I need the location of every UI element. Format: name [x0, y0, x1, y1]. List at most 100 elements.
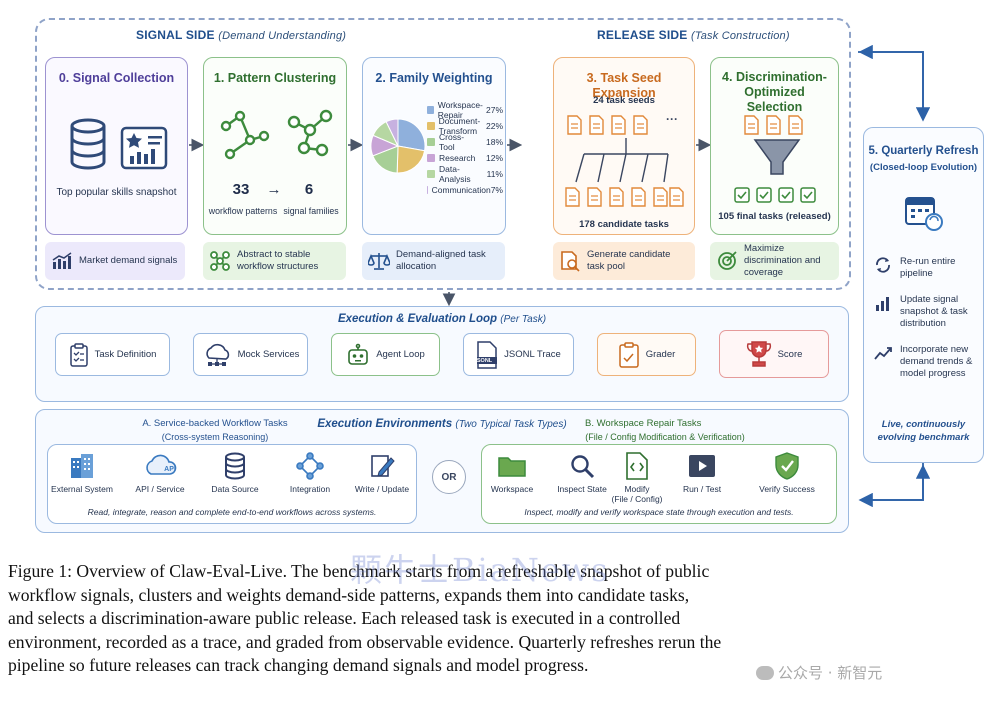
folder-icon: [477, 452, 547, 480]
final-count: 105 final tasks (released): [718, 211, 831, 222]
release-side-title: RELEASE SIDE: [597, 28, 688, 42]
overview-figure: SIGNAL SIDE (Demand Understanding) RELEA…: [35, 18, 984, 533]
robot-icon: [348, 343, 368, 365]
loop-mock-services: Mock Services: [193, 333, 308, 376]
document-icon: [567, 115, 582, 135]
legend-pct: 11%: [486, 169, 503, 179]
document-icon: [565, 187, 580, 207]
stage-1-footer-text: Abstract to stable workflow structures: [237, 249, 319, 272]
stage-1-title: 1. Pattern Clustering: [213, 71, 337, 85]
stage-3-card: 3. Task Seed Expansion 24 task seeds ···…: [553, 57, 695, 235]
env-b-step-label: Modify (File / Config): [611, 484, 663, 504]
refresh-step: Update signal snapshot & task distributi…: [874, 294, 980, 330]
env-heading: Execution Environments (Two Typical Task…: [35, 418, 849, 430]
document-icon: [633, 115, 648, 135]
figure-caption: Figure 1: Overview of Claw-Eval-Live. Th…: [8, 560, 998, 678]
refresh-step-text: Re-run entire pipeline: [900, 256, 956, 279]
legend-label: Workspace-Repair: [437, 100, 483, 120]
document-search-icon: [559, 250, 581, 272]
legend-item: Data-Analysis 11%: [427, 164, 503, 184]
stage-5-subtitle: (Closed-loop Evolution): [869, 162, 978, 173]
loop-label-2: Agent Loop: [376, 349, 425, 360]
env-a-step-label: API / Service: [135, 484, 185, 494]
integration-icon: [275, 452, 345, 480]
env-a-footer: Read, integrate, reason and complete end…: [87, 507, 377, 517]
stage-5-card: 5. Quarterly Refresh (Closed-loop Evolut…: [863, 127, 984, 463]
watermark-right-text: 公众号 · 新智元: [778, 664, 883, 682]
bar-chart-icon: [874, 294, 892, 316]
env-a-step: Data Source: [200, 452, 270, 494]
env-b-subtitle: (File / Config Modification & Verificati…: [585, 432, 745, 442]
family-pie-chart: [370, 118, 426, 174]
caption-line-5: pipeline so future releases can track ch…: [8, 655, 589, 675]
stage-4-footer-text: Maximize discrimination and coverage: [744, 243, 821, 278]
document-icon: [589, 115, 604, 135]
env-b-step: Workspace: [477, 452, 547, 494]
legend-pct: 18%: [485, 137, 503, 147]
stage-2-footer-text: Demand-aligned task allocation: [396, 249, 486, 272]
stage-0-title: 0. Signal Collection: [58, 71, 175, 85]
checked-box-icon: [800, 187, 816, 203]
legend-swatch: [427, 106, 434, 114]
trend-up-icon: [874, 344, 892, 366]
signal-side-subtitle: (Demand Understanding): [218, 30, 347, 42]
loop-subtitle: (Per Task): [500, 314, 547, 325]
caption-line-1: Figure 1: Overview of Claw-Eval-Live. Th…: [8, 561, 710, 581]
stage-0-desc: Top popular skills snapshot: [56, 187, 177, 198]
refresh-step-text: Incorporate new demand trends & model pr…: [900, 344, 973, 379]
env-b-title: B. Workspace Repair Tasks: [585, 418, 702, 429]
calendar-refresh-icon: [905, 197, 943, 231]
jsonl-tag: JSONL: [473, 358, 493, 364]
env-b-footer: Inspect, modify and verify workspace sta…: [524, 507, 794, 517]
env-b-step: Verify Success: [752, 452, 822, 494]
legend-swatch: [427, 186, 428, 194]
legend-label: Document-Transform: [438, 116, 481, 136]
env-b-step-label: Verify Success: [759, 484, 815, 494]
checked-box-icon: [778, 187, 794, 203]
document-icon: [631, 187, 646, 207]
document-icon: [766, 115, 781, 135]
structure-icon: [209, 250, 231, 272]
env-a-subtitle: (Cross-system Reasoning): [161, 432, 269, 442]
code-file-icon: [602, 452, 672, 480]
checked-box-icon: [734, 187, 750, 203]
legend-label: Data-Analysis: [439, 164, 471, 184]
document-icon: [653, 187, 668, 207]
balance-scale-icon: [368, 250, 390, 272]
legend-label: Cross-Tool: [439, 132, 465, 152]
caption-line-2: workflow signals, clusters and weights d…: [8, 584, 690, 605]
refresh-loop-arrows: [858, 44, 931, 508]
loop-label-5: Score: [777, 348, 803, 360]
api-tag: API: [164, 466, 176, 473]
pie-slice-0: [397, 118, 426, 152]
env-b-step: Modify (File / Config): [602, 452, 672, 504]
env-title: Execution Environments: [317, 418, 453, 430]
loop-label-1: Mock Services: [237, 349, 300, 360]
pie-slice-5: [385, 118, 399, 147]
jsonl-file-icon: [477, 340, 498, 369]
stage-5-title: 5. Quarterly Refresh: [868, 145, 979, 157]
pattern-label: workflow patterns: [208, 206, 278, 216]
env-a-step-label: Write / Update: [354, 484, 410, 494]
env-b-step: Inspect State: [547, 452, 617, 494]
shield-check-icon: [752, 452, 822, 480]
legend-swatch: [427, 154, 435, 162]
database-icon: [70, 118, 168, 170]
stage-0-footer: Market demand signals: [45, 242, 185, 280]
env-a-step-label: External System: [51, 484, 113, 494]
env-subtitle: (Two Typical Task Types): [455, 419, 567, 430]
loop-label-0: Task Definition: [94, 349, 157, 360]
stage-1-footer: Abstract to stable workflow structures: [203, 242, 346, 280]
magnifier-icon: [547, 452, 617, 480]
env-a-title: A. Service-backed Workflow Tasks: [142, 418, 288, 429]
pie-slice-1: [396, 145, 426, 174]
document-icon: [788, 115, 803, 135]
pattern-arrow: →: [266, 181, 282, 198]
legend-pct: 27%: [485, 105, 503, 115]
legend-pct: 22%: [485, 121, 503, 131]
legend-swatch: [427, 170, 435, 178]
